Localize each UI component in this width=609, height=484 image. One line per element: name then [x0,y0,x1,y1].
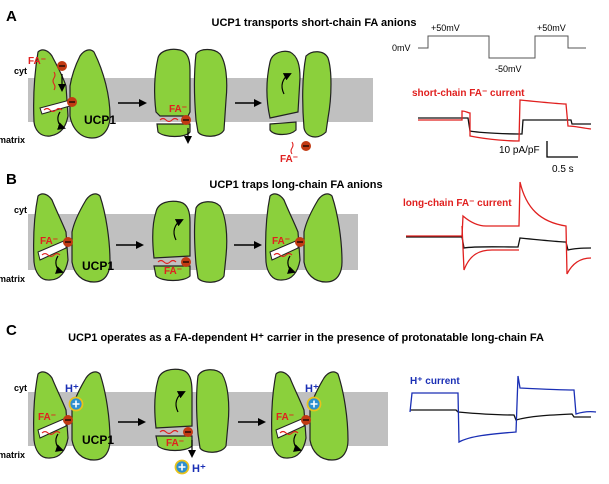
hplus-label: H⁺ [65,383,79,395]
curved-arrow-icon [175,391,186,413]
fatty-acid-tail-icon [290,141,294,155]
fatty-acid-tail-icon [52,71,56,91]
matrix-label: matrix [0,274,25,284]
protein-label: UCP1 [82,259,114,273]
hplus-label: H⁺ [192,463,206,475]
fa-label-released: FA⁻ [280,154,298,165]
panel-c-diagram: cyt matrix H⁺ FA⁻ UCP1 [0,368,388,475]
hplus-label: H⁺ [305,383,319,395]
fatty-acid-tail-icon [41,430,61,436]
cyt-label: cyt [14,66,27,76]
voltage-protocol: 0mV +50mV -50mV +50mV [392,23,586,74]
panel-b-diagram: cyt matrix FA⁻ UCP1 FA⁻ [0,193,358,284]
ucp1-protein-b-2 [152,200,228,283]
curved-arrow-icon [57,111,66,130]
panel-c-title: UCP1 operates as a FA-dependent H⁺ carri… [68,332,544,344]
fatty-acid-tail-icon [157,259,177,265]
cyt-label: cyt [14,383,27,393]
fa-label: FA⁻ [164,266,182,277]
cyt-label: cyt [14,205,27,215]
fa-label: FA⁻ [166,438,184,449]
curved-arrow-icon [287,255,296,274]
protein-label: UCP1 [84,113,116,127]
fa-label: FA⁻ [276,412,294,423]
fatty-acid-tail-icon [41,252,61,258]
proton-icon [174,459,190,475]
trace-label-a: short-chain FA⁻ current [412,88,525,99]
voltage-0: 0mV [392,43,411,53]
curved-arrow-icon [293,433,302,452]
curved-arrow-icon [55,255,64,274]
fatty-acid-tail-icon [159,117,179,123]
curved-arrow-icon [281,73,292,95]
trace-c [409,375,597,444]
fa-label: FA⁻ [40,236,58,247]
curved-arrow-icon [55,433,64,452]
panel-c: C UCP1 operates as a FA-dependent H⁺ car… [0,322,597,475]
trace-label-b: long-chain FA⁻ current [403,198,512,209]
panel-c-letter: C [6,322,17,339]
fa-label: FA⁻ [169,104,187,115]
fatty-acid-tail-icon [273,252,293,258]
fa-label-outside: FA⁻ [28,56,46,67]
panel-a-title: UCP1 transports short-chain FA anions [212,17,417,29]
curved-arrow-icon [173,219,184,241]
scale-y: 10 pA/pF [499,145,540,156]
fa-label: FA⁻ [38,412,56,423]
panel-a-letter: A [6,8,17,25]
trace-b [406,181,592,275]
voltage-3: +50mV [537,23,566,33]
matrix-label: matrix [0,135,25,145]
ucp1-protein-state-2 [154,48,228,138]
panel-b: B UCP1 traps long-chain FA anions cyt ma… [0,171,592,284]
scale-bar: 10 pA/pF 0.5 s [499,141,578,175]
ucp1-protein-state-3 [266,50,332,138]
proton-icon [306,396,322,412]
panel-b-title: UCP1 traps long-chain FA anions [209,179,382,191]
fatty-acid-tail-icon [279,430,299,436]
panel-a: A UCP1 transports short-chain FA anions … [0,8,592,175]
scale-x: 0.5 s [552,164,574,175]
fatty-acid-tail-icon [43,107,63,113]
trace-label-c: H⁺ current [410,376,460,387]
ucp1-protein-c-2 [154,368,230,453]
trace-a [418,99,592,142]
matrix-label: matrix [0,450,25,460]
protein-label: UCP1 [82,433,114,447]
proton-icon [68,396,84,412]
fa-label: FA⁻ [272,236,290,247]
voltage-2: -50mV [495,64,522,74]
fatty-acid-tail-icon [159,429,179,435]
panel-a-diagram: cyt matrix UCP1 FA⁻ [0,48,373,165]
voltage-1: +50mV [431,23,460,33]
panel-b-letter: B [6,171,17,188]
